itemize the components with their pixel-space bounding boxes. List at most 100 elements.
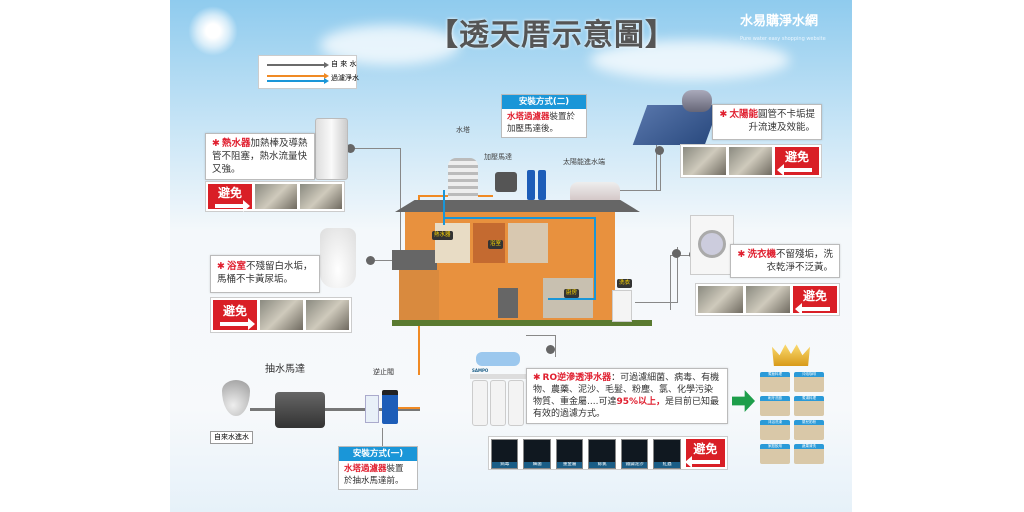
contaminant-label: 病毒 [492, 462, 518, 468]
inlet-label: 自來水進水 [210, 431, 253, 444]
room [508, 223, 548, 263]
water-heater-image [315, 118, 348, 180]
sun-decoration [188, 6, 238, 56]
water-heater-callout: ✱熱水器加熱棒及導熱管不阻塞，熱水流量快又強。 [205, 133, 315, 180]
contaminant-thumb: 紅蟲 [653, 439, 681, 469]
connector [350, 148, 400, 149]
bathroom-avoid-strip: 避免 [210, 297, 352, 333]
arrow-left-icon [685, 456, 721, 468]
solar-inlet-label: 太陽能進水端 [563, 158, 605, 166]
pump-label: 抽水馬達 [265, 364, 305, 375]
callout-title: 熱水器 [221, 138, 251, 149]
garage [399, 270, 439, 320]
contaminant-thumb: 餘氯 [588, 439, 616, 469]
arrow-left-icon [795, 302, 830, 315]
callout-text: 加熱棒及導熱管不阻塞，熱水流量快又強。 [212, 138, 308, 175]
connector-dot [346, 144, 355, 153]
install-method-2: 安裝方式(二) 水塔過濾器裝置於加壓馬達後。 [501, 94, 587, 138]
contaminant-label: 紅蟲 [654, 462, 680, 468]
callout-title: 浴室 [226, 261, 246, 272]
callout-title: 太陽能 [729, 109, 758, 120]
washer-small [612, 290, 632, 322]
install-method-1: 安裝方式(一) 水塔過濾器裝置於抽水馬達前。 [338, 446, 418, 490]
benefit-tile: 沐浴洗澡 [760, 420, 790, 440]
garage-roof [392, 250, 437, 270]
ro-callout: ✱RO逆滲透淨水器：可過濾細菌、病毒、有機物、農藥、泥沙、毛髮、粉塵、氯、化學污… [526, 368, 728, 424]
tag-heater: 熱水器 [432, 231, 453, 240]
booster-pump-label: 加壓馬達 [484, 153, 512, 161]
connector-dot [655, 146, 664, 155]
photo [729, 147, 772, 175]
toilet-image [320, 228, 356, 288]
star-icon: ✱ [217, 261, 225, 272]
legend-filtered-orange-line [267, 73, 329, 79]
contaminant-label: 細菌 [524, 462, 550, 468]
washing-machine-image [690, 215, 734, 275]
connector [526, 335, 556, 336]
page-title: 【透天厝示意圖】 [428, 18, 676, 53]
blue-pipe [594, 217, 596, 299]
blue-pipe [443, 217, 595, 219]
contaminant-label: 鐵鏽泥沙 [621, 462, 648, 468]
avoid-badge: 避免 [775, 147, 819, 176]
avoid-label: 避免 [784, 150, 809, 164]
photo [255, 184, 297, 209]
avoid-badge: 避免 [208, 184, 252, 212]
install-highlight: 水塔過濾器 [507, 112, 550, 122]
ro-brand: SAMPO [472, 368, 489, 373]
connector-dot [672, 249, 681, 258]
benefit-tile: 嬰兒奶粉 [794, 420, 824, 440]
photo [683, 147, 726, 175]
legend: 自 來 水 過濾淨水 [258, 55, 359, 89]
bathroom-callout: ✱浴室不殘留白水垢，馬桶不卡黃尿垢。 [210, 255, 320, 293]
benefit-tile: 蔬果清洗 [794, 444, 824, 464]
avoid-label: 避免 [802, 288, 827, 303]
avoid-badge: 避免 [793, 286, 837, 315]
benefits-grid: 煮飯料理 沖泡咖啡 刷牙洗臉 煮湯料理 沐浴洗澡 嬰兒奶粉 家庭飲用 蔬果清洗 [760, 372, 826, 464]
avoid-label: 避免 [217, 185, 242, 200]
install-text: 裝置於抽水馬達前。 [344, 464, 404, 486]
ro-purifier-image: SAMPO [470, 352, 526, 432]
brand-subtitle: Pure water easy shopping website [740, 36, 826, 42]
connector [620, 190, 661, 191]
callout-highlight: 95%以上， [616, 397, 665, 407]
star-icon: ✱ [719, 109, 728, 120]
tap-water-pipe [250, 408, 420, 411]
connector [660, 150, 661, 190]
connector [382, 428, 383, 446]
filter-image [527, 170, 535, 200]
benefit-tile: 煮湯料理 [794, 396, 824, 416]
contaminant-thumb: 鐵鏽泥沙 [620, 439, 649, 469]
star-icon: ✱ [533, 373, 541, 383]
tag-kitchen: 廚房 [564, 289, 580, 298]
solar-avoid-strip: 避免 [680, 144, 822, 178]
callout-text: 圓管不卡垢提升流速及效能。 [748, 109, 815, 133]
water-heater-avoid-strip: 避免 [205, 181, 345, 212]
install-header: 安裝方式(二) [502, 95, 586, 109]
connector [635, 302, 678, 303]
connector [677, 247, 678, 302]
arrow-right-icon [215, 199, 250, 212]
filter-image [538, 170, 546, 200]
water-tower-image [448, 158, 478, 206]
callout-text: 不殘留白水垢，馬桶不卡黃尿垢。 [217, 261, 313, 285]
connector [555, 335, 556, 357]
install-header: 安裝方式(一) [339, 447, 417, 461]
star-icon: ✱ [737, 249, 746, 260]
connector-dot [366, 256, 375, 265]
washer-callout: ✱洗衣機不留殘垢，洗衣乾淨不泛黃。 [730, 244, 840, 278]
avoid-badge: 避免 [213, 300, 257, 330]
avoid-badge: 避免 [685, 439, 725, 468]
connector [670, 255, 694, 256]
star-icon: ✱ [212, 138, 220, 149]
callout-text: 不留殘垢，洗衣乾淨不泛黃。 [766, 249, 833, 273]
photo [745, 286, 790, 313]
photo [698, 286, 743, 313]
crown-icon [772, 344, 810, 366]
photo [300, 184, 342, 209]
contaminant-thumb: 病毒 [491, 439, 519, 469]
contaminant-label: 餘氯 [589, 462, 615, 468]
ro-avoid-strip: 病毒 細菌 重金屬 餘氯 鐵鏽泥沙 紅蟲 避免 [488, 436, 728, 470]
callout-text: 是目前已知最有效的過濾方式。 [533, 397, 720, 419]
lawn [392, 320, 652, 326]
